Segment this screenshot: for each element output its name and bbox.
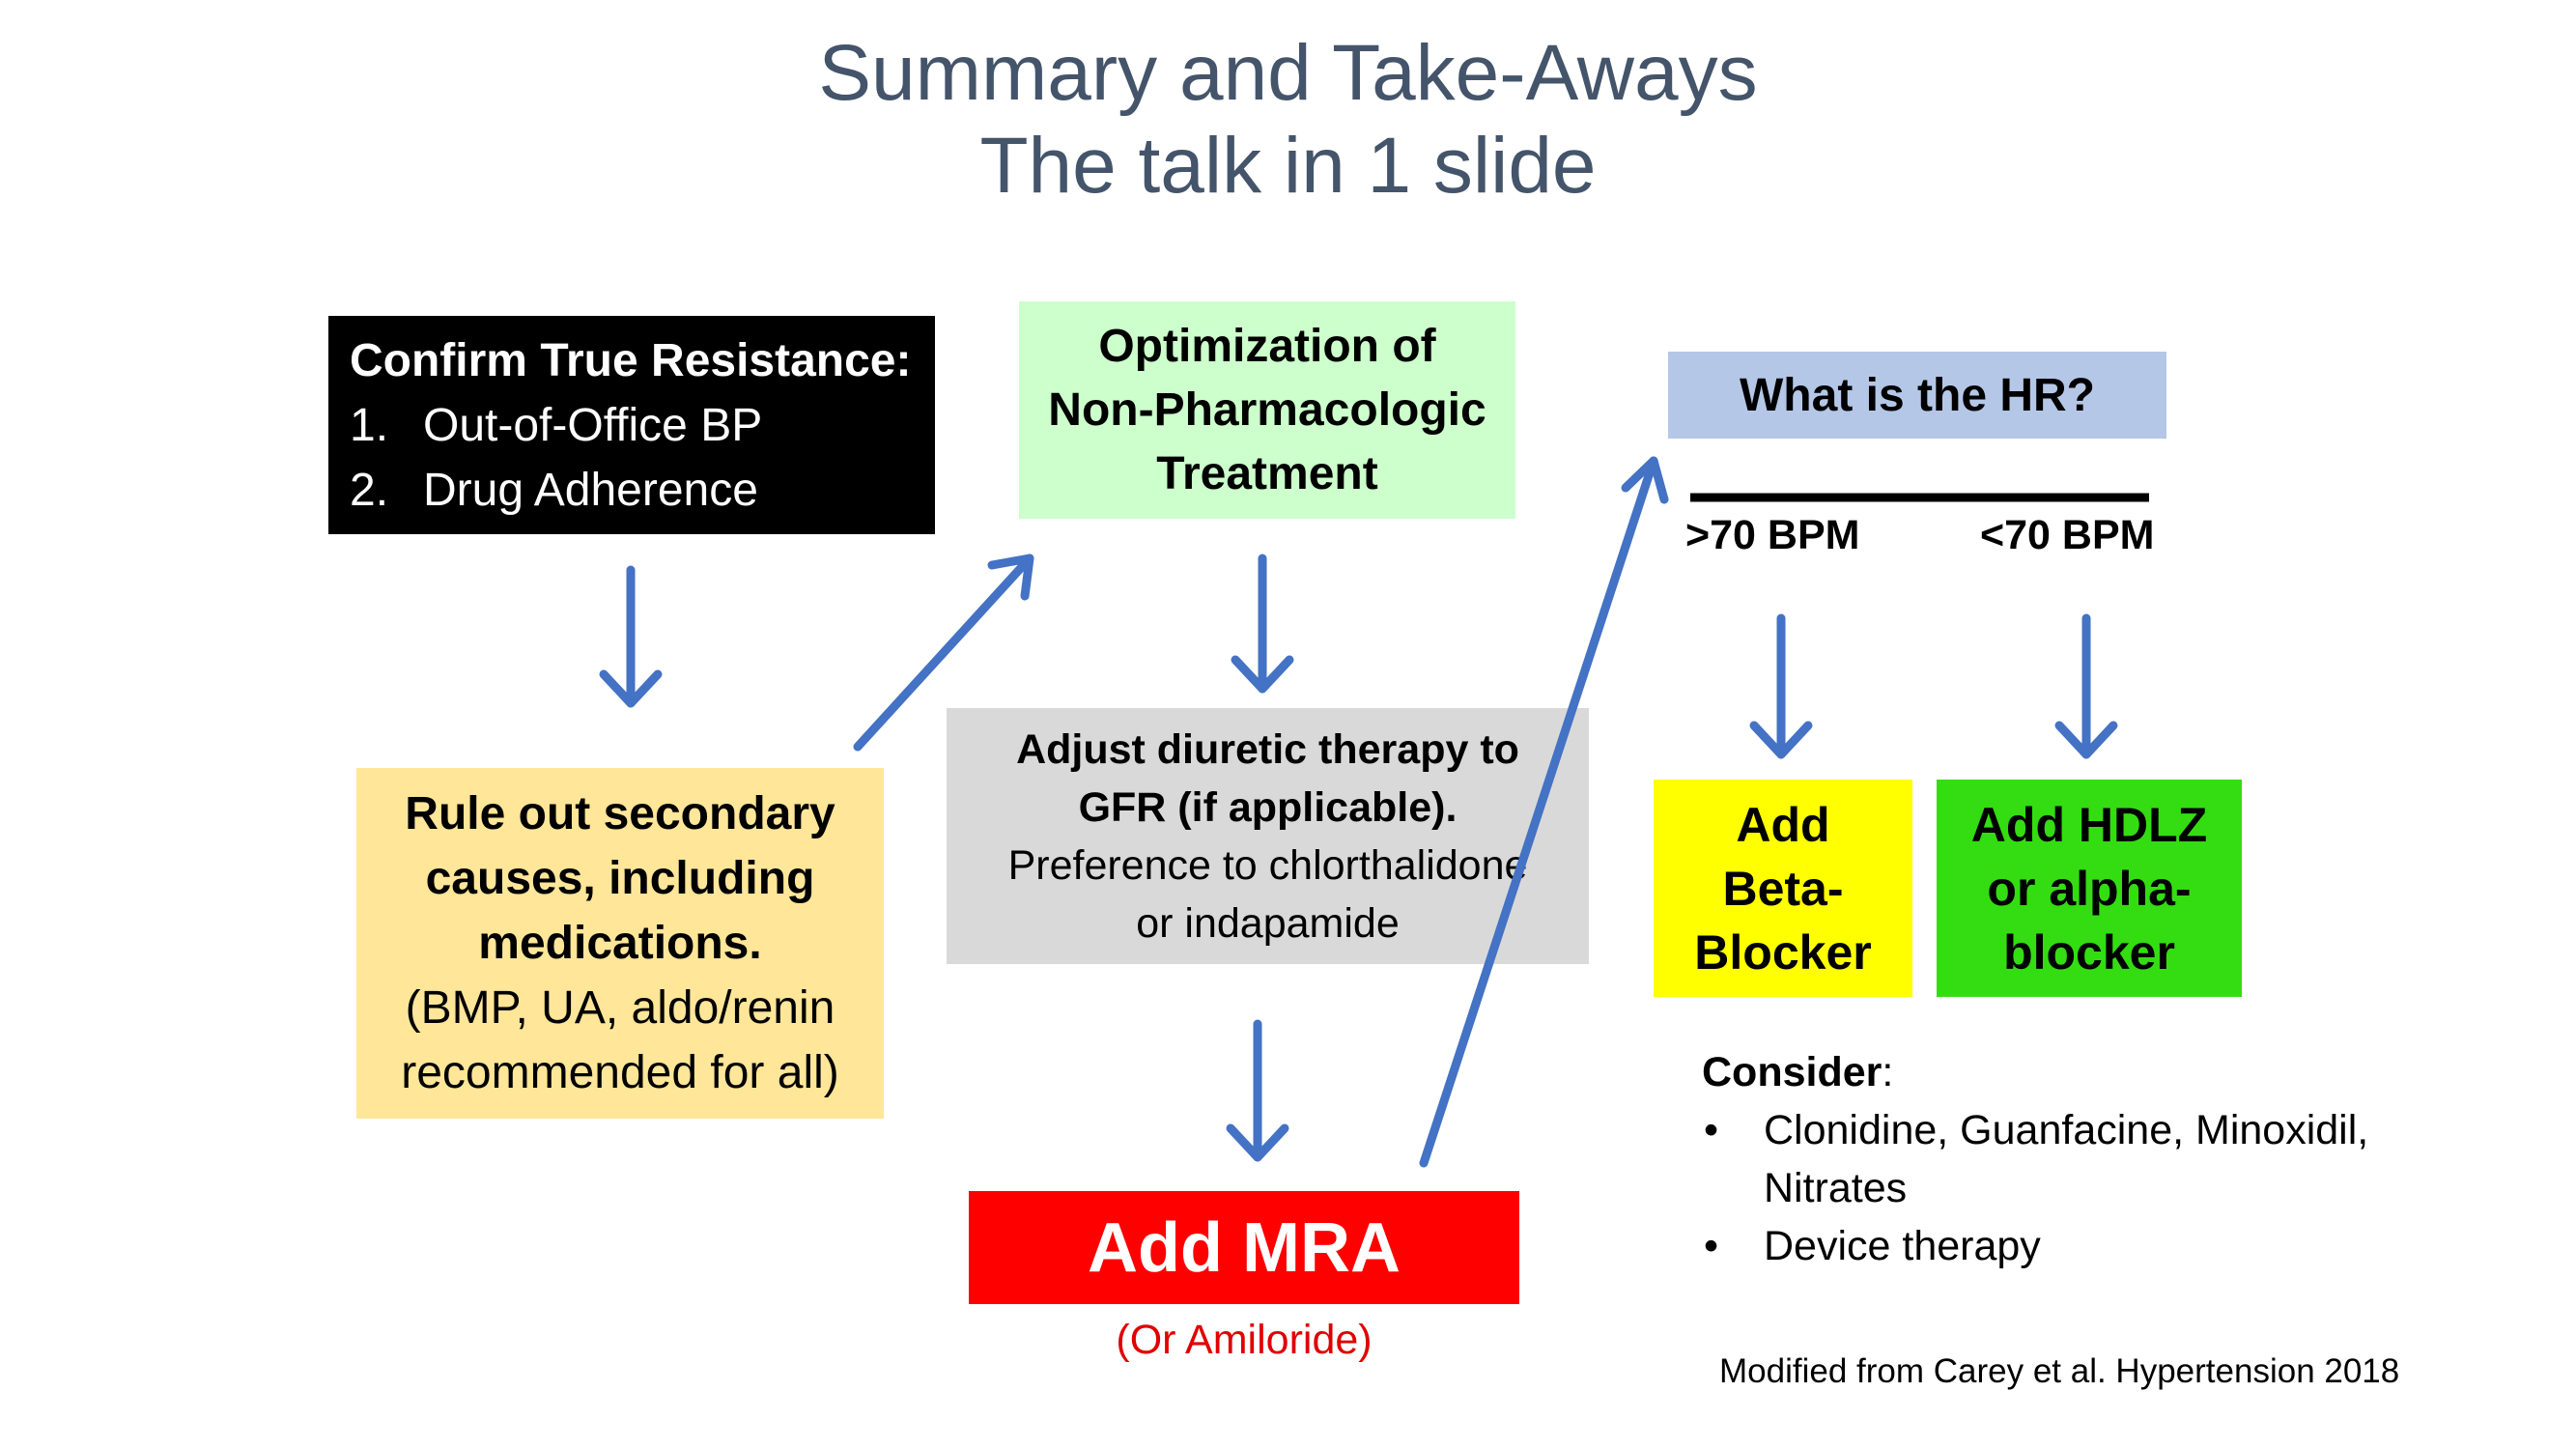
hdlz-line: blocker [2003, 924, 2175, 980]
optimization-line: Optimization of [1098, 320, 1436, 372]
confirm-item: 2.Drug Adherence [350, 464, 758, 516]
heart-rate-question: What is the HR? [1740, 369, 2095, 421]
arrow-down-icon [1749, 613, 1813, 759]
rule-out-note: (BMP, UA, aldo/renin [405, 982, 835, 1034]
rule-out-line: medications. [478, 918, 762, 969]
rule-out-note: recommended for all) [401, 1047, 839, 1098]
add-mra-box: Add MRA [969, 1191, 1519, 1304]
heart-rate-question-box: What is the HR? [1668, 352, 2166, 439]
arrow-down-icon [599, 565, 663, 708]
rule-out-line: causes, including [425, 853, 815, 904]
adjust-note: Preference to chlorthalidone [1007, 841, 1528, 889]
title-line-1: Summary and Take-Aways [818, 29, 1758, 117]
add-mra-label: Add MRA [1088, 1208, 1401, 1287]
adjust-line: Adjust diuretic therapy to [1016, 725, 1519, 773]
title-line-2: The talk in 1 slide [979, 122, 1597, 210]
arrow-down-icon [1226, 1019, 1289, 1162]
add-beta-blocker-box: Add Beta- Blocker [1654, 780, 1912, 997]
add-hdlz-box: Add HDLZ or alpha- blocker [1937, 780, 2242, 997]
adjust-diuretic-box: Adjust diuretic therapy to GFR (if appli… [947, 708, 1589, 964]
optimization-box: Optimization of Non-Pharmacologic Treatm… [1019, 301, 1515, 519]
arrow-down-icon [2054, 613, 2118, 759]
confirm-resistance-box: Confirm True Resistance: 1.Out-of-Office… [328, 316, 935, 534]
source-credit: Modified from Carey et al. Hypertension … [1719, 1352, 2400, 1390]
confirm-heading: Confirm True Resistance: [350, 334, 912, 386]
confirm-list: 1.Out-of-Office BP 2.Drug Adherence [350, 393, 762, 523]
arrow-long-diagonal-icon [1419, 456, 1669, 1168]
hdlz-line: Add HDLZ [1970, 797, 2208, 852]
rule-out-line: Rule out secondary [405, 788, 835, 839]
consider-item: Clonidine, Guanfacine, Minoxidil, Nitrat… [1702, 1101, 2368, 1217]
adjust-note: or indapamide [1136, 899, 1400, 947]
beta-line: Beta- [1722, 861, 1844, 916]
optimization-line: Treatment [1156, 447, 1378, 499]
amiloride-subtitle: (Or Amiloride) [1116, 1317, 1373, 1363]
arrow-down-icon [1231, 554, 1294, 694]
arrow-diagonal-icon [853, 554, 1034, 752]
confirm-item: 1.Out-of-Office BP [350, 399, 763, 451]
consider-list: Clonidine, Guanfacine, Minoxidil, Nitrat… [1702, 1101, 2368, 1275]
branch-label-under-70: <70 BPM [1980, 512, 2155, 558]
consider-item: Device therapy [1702, 1217, 2368, 1275]
beta-line: Blocker [1694, 924, 1872, 980]
adjust-line: GFR (if applicable). [1078, 783, 1458, 831]
rule-out-box: Rule out secondary causes, including med… [356, 768, 884, 1119]
consider-heading: Consider: [1702, 1049, 1894, 1095]
slide-title: Summary and Take-Aways The talk in 1 sli… [0, 27, 2576, 213]
consider-section: Consider: Clonidine, Guanfacine, Minoxid… [1702, 1043, 2368, 1275]
beta-line: Add [1736, 797, 1830, 852]
optimization-line: Non-Pharmacologic [1048, 384, 1486, 436]
branch-label-over-70: >70 BPM [1685, 512, 1860, 558]
hdlz-line: or alpha- [1987, 861, 2192, 916]
